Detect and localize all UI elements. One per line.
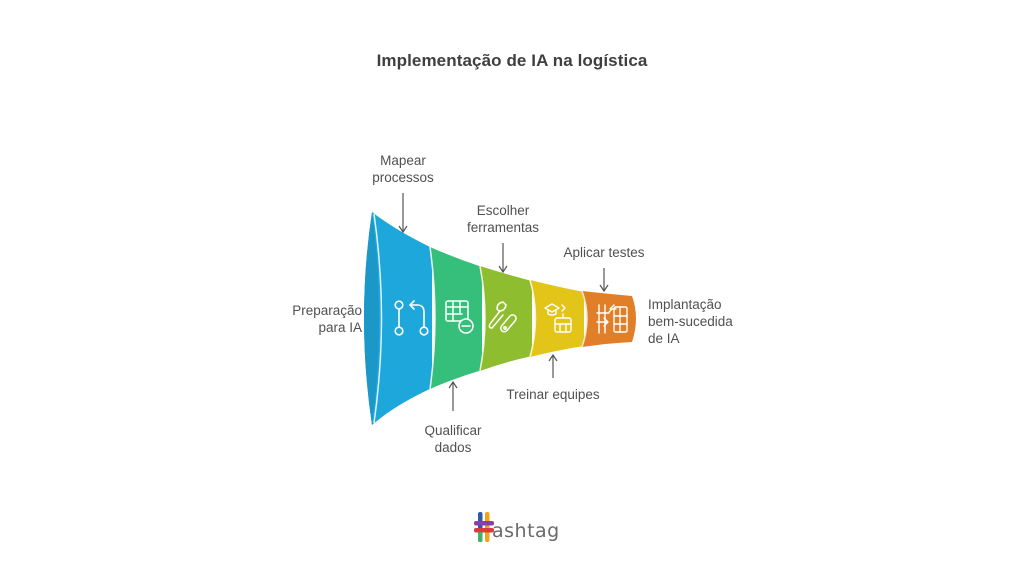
- label-line: de IA: [648, 331, 680, 346]
- arrow-treinar-equipes: [548, 353, 558, 378]
- funnel-stage-qualificar-dados: [429, 246, 482, 390]
- arrow-mapear-processos: [398, 193, 408, 234]
- label-qualificar-dados: Qualificar dados: [403, 422, 503, 456]
- label-line: dados: [434, 440, 472, 455]
- label-implantacao-bem-sucedida: Implantação bem-sucedida de IA: [648, 296, 768, 347]
- label-line: Preparação: [292, 303, 362, 318]
- label-treinar-equipes: Treinar equipes: [493, 386, 613, 403]
- label-line: ferramentas: [466, 220, 540, 235]
- graduation-robot-icon: [544, 303, 572, 333]
- label-line: Aplicar testes: [563, 245, 645, 260]
- compare-columns-icon: [596, 304, 628, 334]
- label-line: Implantação: [648, 297, 722, 312]
- diagram-title: Implementação de IA na logística: [376, 51, 648, 70]
- hashtag-logo: ashtag: [472, 510, 562, 546]
- arrow-escolher-ferramentas: [498, 243, 508, 274]
- funnel-stage-aplicar-testes: [581, 290, 636, 348]
- label-line: bem-sucedida: [648, 314, 733, 329]
- funnel-stage-mapear-processos: [364, 212, 432, 425]
- label-line: Mapear: [380, 153, 426, 168]
- label-line: Treinar equipes: [506, 387, 600, 402]
- label-line: para IA: [318, 320, 362, 335]
- label-line: processos: [372, 170, 434, 185]
- tools-icon: [488, 301, 517, 333]
- label-line: Qualificar: [424, 423, 482, 438]
- arrow-aplicar-testes: [599, 268, 609, 293]
- label-line: Escolher: [476, 203, 530, 218]
- logo-text: ashtag: [492, 520, 560, 542]
- funnel-stage-escolher-ferramentas: [479, 265, 532, 372]
- table-minus-icon: [445, 300, 474, 334]
- label-mapear-processos: Mapear processos: [353, 152, 453, 186]
- label-aplicar-testes: Aplicar testes: [549, 244, 659, 261]
- label-escolher-ferramentas: Escolher ferramentas: [448, 202, 558, 236]
- hashtag-logo-icon: [474, 512, 494, 542]
- git-pull-request-icon: [394, 300, 429, 336]
- label-preparacao-para-ia: Preparação para IA: [262, 302, 362, 336]
- arrow-qualificar-dados: [448, 380, 458, 411]
